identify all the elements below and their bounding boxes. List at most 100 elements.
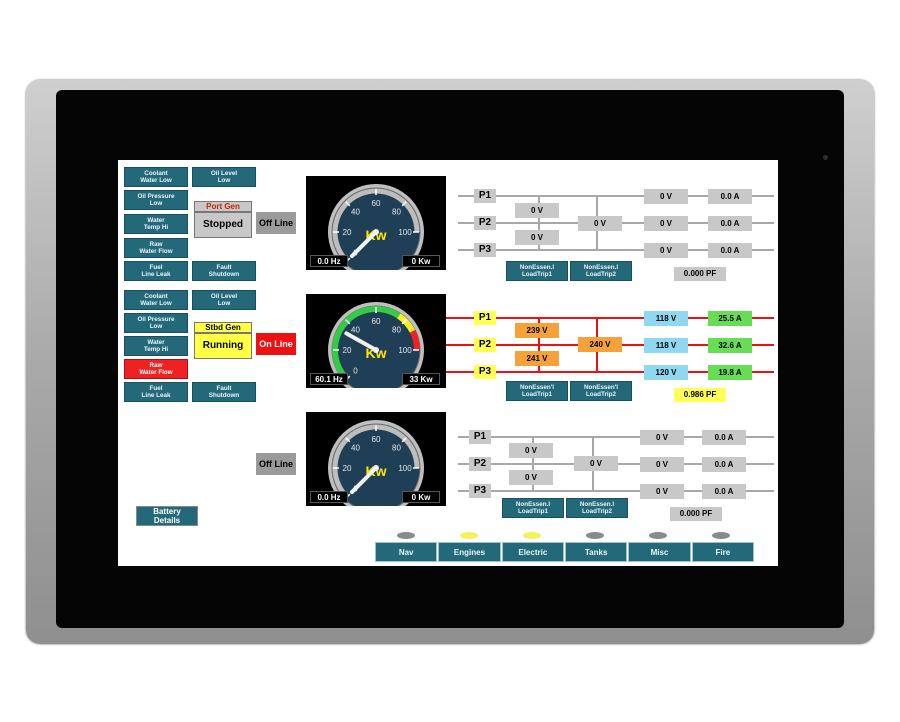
third-phase-p3: P3 [469,484,491,498]
stbd-gauge-tick-label: 80 [392,325,401,334]
port-gauge-tick-label: 40 [351,207,360,216]
port-line-state[interactable]: Off Line [256,212,296,234]
port-amp-p3: 0.0 A [708,243,752,258]
alarm-stbd-coolant-water-low[interactable]: Coolant Water Low [124,290,188,310]
alarm-fault-shutdown[interactable]: Fault Shutdown [192,261,256,281]
port-gauge-tick [401,201,407,207]
port-load-trip-1[interactable]: NonEssen.l LoadTrip1 [506,261,568,281]
nav-indicator-engines [460,532,478,539]
third-kw-gauge: 020406080100Kw 0.0 Hz 0 Kw [306,412,446,506]
tab-tanks[interactable]: Tanks [564,542,628,562]
bottom-nav: Nav Engines Electric Tanks Misc Fire [375,542,755,562]
stbd-volt-p2: 118 V [644,338,688,353]
stbd-hz-readout: 60.1 Hz [310,373,348,385]
alarm-water-temp-hi[interactable]: Water Temp Hi [124,214,188,234]
stbd-amp-p3: 19.8 A [708,365,752,380]
third-volt-p1: 0 V [640,430,684,445]
stbd-load-trip-2[interactable]: NonEssen'l LoadTrip2 [570,381,632,401]
stbd-gauge-needle [344,331,378,352]
stbd-load-trip-1[interactable]: NonEssen'l LoadTrip1 [506,381,568,401]
alarm-fuel-line-leak[interactable]: Fuel Line Leak [124,261,188,281]
alarm-raw-water-flow[interactable]: Raw Water Flow [124,238,188,258]
stbd-gauge-tick-label: 100 [398,346,412,355]
stbd-gauge-green-band [332,306,401,382]
third-line-state[interactable]: Off Line [256,453,296,475]
tab-nav[interactable]: Nav [375,542,438,562]
alarm-stbd-raw-water-flow[interactable]: Raw Water Flow [124,359,188,379]
third-amp-p1: 0.0 A [702,430,746,445]
stbd-line-state[interactable]: On Line [256,333,296,355]
tab-engines[interactable]: Engines [438,542,501,562]
port-gauge-tick-label: 20 [343,228,352,237]
alarm-stbd-fault-shutdown[interactable]: Fault Shutdown [192,382,256,402]
third-gauge-band [332,424,420,499]
third-gauge-tick-label: 100 [398,464,412,473]
third-gauge-tick-label: 20 [343,464,352,473]
port-amp-p1: 0.0 A [708,189,752,204]
alarm-stbd-fuel-line-leak[interactable]: Fuel Line Leak [124,382,188,402]
port-volt-p1: 0 V [644,189,688,204]
stbd-gauge-tick-label: 40 [351,325,360,334]
third-volt-p2: 0 V [640,457,684,472]
port-amp-p2: 0.0 A [708,216,752,231]
third-kw-readout: 0 Kw [402,491,440,503]
tab-electric[interactable]: Electric [501,542,564,562]
port-gen-title: Port Gen [194,201,252,212]
port-gauge-tick-label: 100 [398,228,412,237]
third-load-trip-1[interactable]: NonEssen.l LoadTrip1 [502,498,564,518]
alarm-stbd-oil-pressure-low[interactable]: Oil Pressure Low [124,313,188,333]
third-load-trip-2[interactable]: NonEssen.l LoadTrip2 [566,498,628,518]
port-gauge-band [332,188,420,263]
stbd-gauge-tick-label: 0 [353,367,358,376]
port-load-trip-2[interactable]: NonEssen.l LoadTrip2 [570,261,632,281]
port-phase-p1: P1 [474,189,496,203]
port-gauge-needle [349,230,378,259]
stbd-amp-p2: 32.6 A [708,338,752,353]
third-amp-p3: 0.0 A [702,484,746,499]
port-gen-state: Stopped [194,212,252,238]
third-gauge-tick-label: 60 [372,435,381,444]
port-hz-readout: 0.0 Hz [310,255,348,267]
port-volt-p3: 0 V [644,243,688,258]
alarm-oil-level-low[interactable]: Oil Level Low [192,167,256,187]
third-gauge-tick-label: 40 [351,443,360,452]
stbd-phase-p1: P1 [474,311,496,325]
nav-indicator-fire [712,532,730,539]
third-amp-p2: 0.0 A [702,457,746,472]
stbd-gen-state: Running [194,333,252,359]
third-volt-p3: 0 V [640,484,684,499]
battery-details-button[interactable]: Battery Details [136,506,198,526]
camera-dot [823,155,828,160]
stbd-gen-title: Stbd Gen [194,322,252,333]
third-gauge-tick-label: 80 [392,443,401,452]
nav-indicator-misc [649,532,667,539]
third-gauge-hub [373,465,379,471]
stbd-gauge-tick [345,319,351,325]
stbd-gauge-hub [373,347,379,353]
alarm-oil-pressure-low[interactable]: Oil Pressure Low [124,190,188,210]
port-power-factor: 0.000 PF [674,267,726,281]
port-gauge-tick-label: 60 [372,199,381,208]
port-gauge-hub [373,229,379,235]
tab-misc[interactable]: Misc [628,542,691,562]
third-phase-p2: P2 [469,457,491,471]
alarm-stbd-oil-level-low[interactable]: Oil Level Low [192,290,256,310]
nav-indicator-tanks [586,532,604,539]
alarm-stbd-water-temp-hi[interactable]: Water Temp Hi [124,336,188,356]
stbd-bus-voltage-1: 239 V [515,323,559,338]
tab-fire[interactable]: Fire [691,542,754,562]
stbd-phase-p3: P3 [474,365,496,379]
stbd-gauge-tick-label: 20 [343,346,352,355]
third-hz-readout: 0.0 Hz [310,491,348,503]
port-volt-p2: 0 V [644,216,688,231]
stbd-volt-p1: 118 V [644,311,688,326]
third-phase-p1: P1 [469,430,491,444]
third-gauge-needle [349,466,378,495]
port-kw-readout: 0 Kw [402,255,440,267]
stbd-gauge-yellow-band [396,313,416,333]
nav-indicator-nav [397,532,415,539]
alarm-coolant-water-low[interactable]: Coolant Water Low [124,167,188,187]
stbd-kw-gauge: 020406080100Kw 60.1 Hz 33 Kw [306,294,446,388]
stbd-power-factor: 0.986 PF [674,388,726,402]
stbd-phase-p2: P2 [474,338,496,352]
